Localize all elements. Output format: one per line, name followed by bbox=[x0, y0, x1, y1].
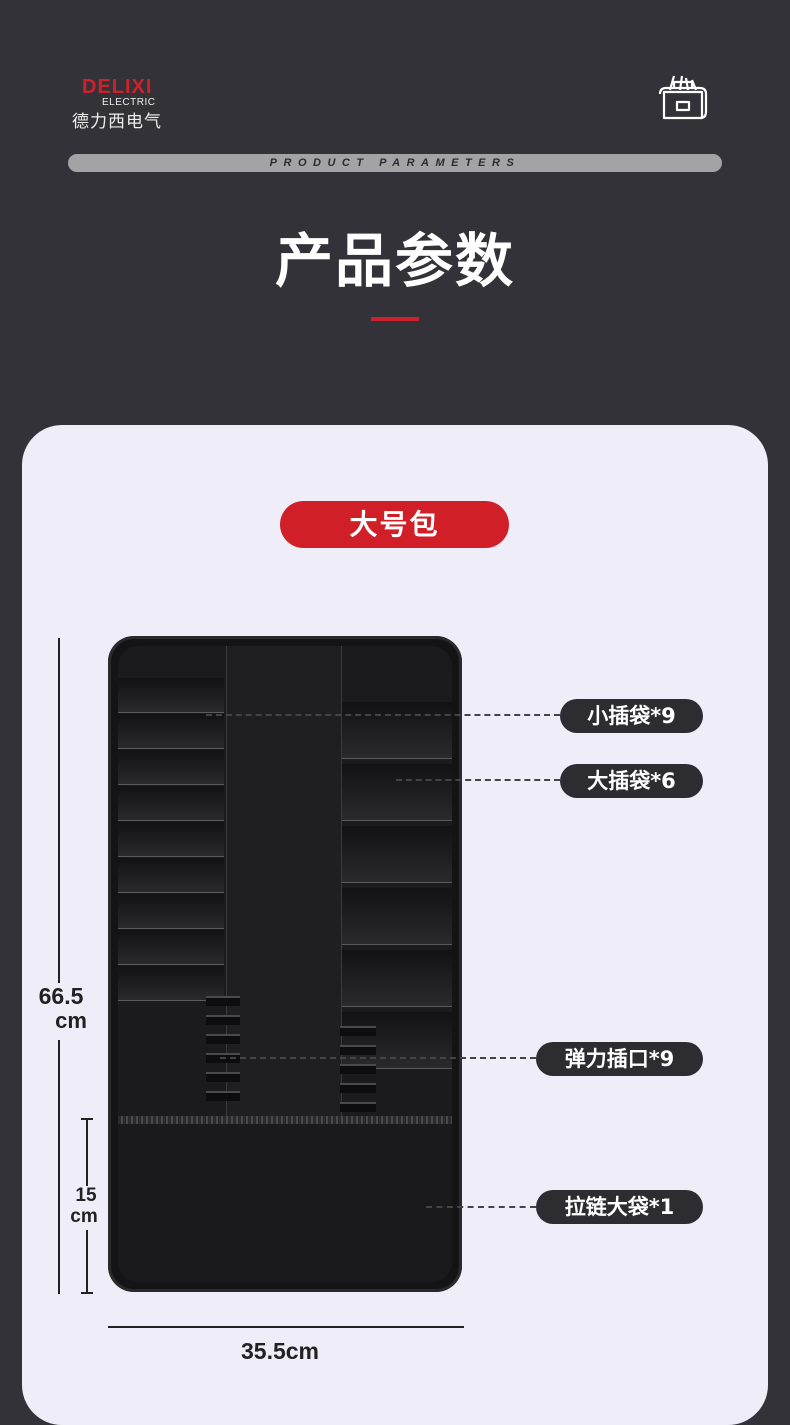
brand-cn: 德力西电气 bbox=[72, 112, 162, 132]
pocket-dimension-line-top bbox=[86, 1118, 88, 1186]
elastic-loop bbox=[340, 1026, 376, 1036]
callout-small-slots: 小插袋*9 bbox=[560, 699, 703, 733]
callout-zip-pocket: 拉链大袋*1 bbox=[536, 1190, 703, 1224]
product-parameters-label: PRODUCT PARAMETERS bbox=[269, 157, 521, 169]
product-parameters-bar: PRODUCT PARAMETERS bbox=[68, 154, 722, 172]
callout-line-large-slots bbox=[396, 779, 560, 781]
small-slot bbox=[118, 858, 224, 893]
elastic-loop bbox=[206, 1091, 240, 1101]
large-slot bbox=[342, 950, 452, 1007]
brand-logo: DELIXI ELECTRIC 德力西电气 bbox=[72, 76, 192, 132]
small-slot bbox=[118, 714, 224, 749]
tool-bag-image bbox=[108, 636, 462, 1292]
elastic-loop bbox=[206, 1072, 240, 1082]
height-total-value: 66.5 bbox=[38, 983, 84, 1009]
elastic-loop bbox=[340, 1102, 376, 1112]
small-slot bbox=[118, 894, 224, 929]
brand-name: DELIXI bbox=[82, 76, 153, 98]
title-underline bbox=[371, 317, 419, 321]
brand-sub: ELECTRIC bbox=[102, 97, 156, 108]
elastic-loop bbox=[206, 1034, 240, 1044]
small-slot bbox=[118, 822, 224, 857]
elastic-loop bbox=[340, 1083, 376, 1093]
large-slot bbox=[342, 702, 452, 759]
zip-pocket bbox=[118, 1124, 452, 1282]
large-slot bbox=[342, 888, 452, 945]
tool-bag-icon bbox=[658, 75, 708, 120]
variant-label: 大号包 bbox=[280, 501, 509, 548]
large-slot bbox=[342, 826, 452, 883]
callout-elastic-loops: 弹力插口*9 bbox=[536, 1042, 703, 1076]
page-title: 产品参数 bbox=[274, 227, 515, 295]
small-slot bbox=[118, 966, 224, 1001]
elastic-loop bbox=[340, 1045, 376, 1055]
small-slot bbox=[118, 786, 224, 821]
pocket-dim-tick-bottom bbox=[81, 1292, 93, 1294]
small-slot bbox=[118, 750, 224, 785]
height-dimension-line-top bbox=[58, 638, 60, 983]
callout-large-slots: 大插袋*6 bbox=[560, 764, 703, 798]
callout-line-elastic-loops bbox=[220, 1057, 536, 1059]
width-value: 35.5cm bbox=[240, 1338, 319, 1364]
tool-bag-inner bbox=[118, 646, 452, 1282]
height-pocket-value: 15 bbox=[75, 1185, 97, 1206]
large-slot bbox=[342, 764, 452, 821]
height-total-unit: cm bbox=[55, 1008, 87, 1033]
callout-line-small-slots bbox=[206, 714, 560, 716]
pocket-dimension-line-bottom bbox=[86, 1230, 88, 1294]
elastic-loop bbox=[206, 1015, 240, 1025]
center-strap bbox=[226, 646, 342, 1124]
small-slot bbox=[118, 930, 224, 965]
elastic-loop bbox=[206, 996, 240, 1006]
small-slot bbox=[118, 678, 224, 713]
callout-line-zip-pocket bbox=[426, 1206, 536, 1208]
width-dimension-line bbox=[108, 1326, 464, 1328]
elastic-loop bbox=[340, 1064, 376, 1074]
height-pocket-unit: cm bbox=[70, 1206, 98, 1227]
height-dimension-line-bottom bbox=[58, 1040, 60, 1294]
large-slot bbox=[342, 1012, 452, 1069]
zipper bbox=[118, 1116, 452, 1124]
pocket-dim-tick-top bbox=[81, 1118, 93, 1120]
